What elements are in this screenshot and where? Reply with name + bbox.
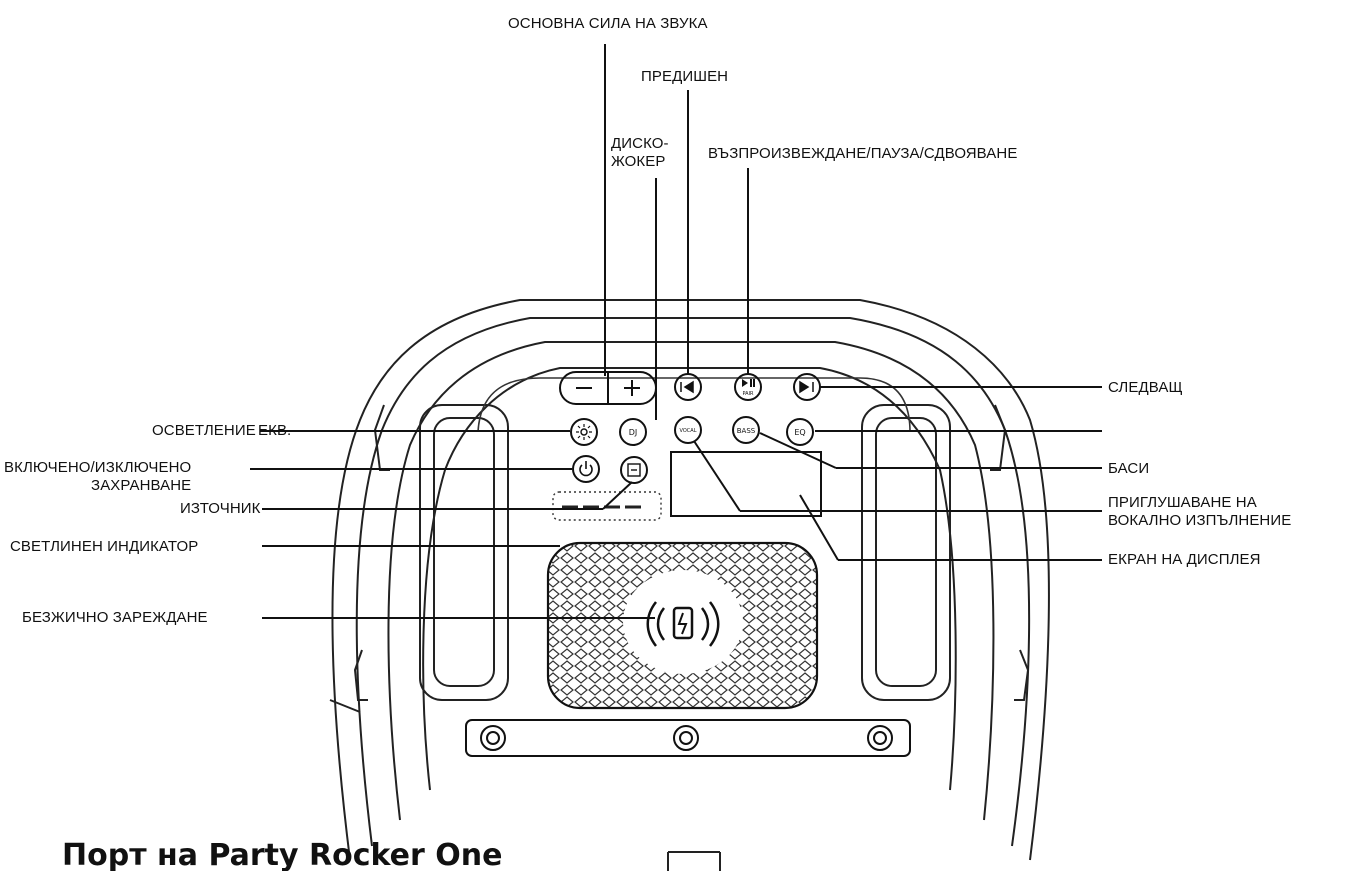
label-eq: ЕКВ. bbox=[258, 422, 292, 439]
label-bass: БАСИ bbox=[1108, 460, 1150, 477]
svg-text:BASS: BASS bbox=[737, 427, 756, 435]
svg-text:DJ: DJ bbox=[629, 428, 638, 437]
plus-icon bbox=[624, 380, 640, 396]
wireless-charging-icon bbox=[646, 601, 720, 647]
leader-lines bbox=[250, 44, 1102, 619]
label-dj: ДИСКО- ЖОКЕР bbox=[611, 135, 669, 170]
label-master-volume: ОСНОВНА СИЛА НА ЗВУКА bbox=[508, 15, 708, 32]
power-icon bbox=[572, 455, 600, 483]
svg-text:VOCAL: VOCAL bbox=[680, 428, 697, 434]
speaker-grille bbox=[546, 541, 819, 710]
dj-icon: DJ bbox=[619, 418, 647, 446]
right-handle bbox=[861, 404, 951, 701]
label-light: ОСВЕТЛЕНИЕ bbox=[152, 422, 256, 439]
volume-buttons bbox=[559, 371, 657, 405]
label-source: ИЗТОЧНИК bbox=[180, 500, 261, 517]
sun-icon bbox=[570, 418, 598, 446]
bass-icon: BASS bbox=[732, 416, 760, 444]
label-display-screen: ЕКРАН НА ДИСПЛЕЯ bbox=[1108, 551, 1261, 568]
label-previous: ПРЕДИШЕН bbox=[641, 68, 729, 85]
eq-icon: EQ bbox=[786, 418, 814, 446]
left-handle bbox=[419, 404, 509, 701]
speaker-body bbox=[329, 299, 1050, 871]
source-icon bbox=[620, 456, 648, 484]
diagram-caption: Порт на Party Rocker One bbox=[62, 838, 503, 871]
label-wireless-charging: БЕЗЖИЧНО ЗАРЕЖДАНЕ bbox=[22, 609, 208, 626]
svg-text:PAIR: PAIR bbox=[742, 391, 754, 397]
label-light-indicator: СВЕТЛИНЕН ИНДИКАТОР bbox=[10, 538, 199, 555]
label-power: ВКЛЮЧЕНО/ИЗКЛЮЧЕНО ЗАХРАНВАНЕ bbox=[4, 459, 192, 494]
label-vocal-mute: ПРИГЛУШАВАНЕ НА ВОКАЛНО ИЗПЪЛНЕНИЕ bbox=[1108, 494, 1292, 529]
display-screen bbox=[670, 451, 822, 517]
control-panel bbox=[477, 377, 911, 433]
bottom-rail bbox=[465, 719, 911, 757]
label-next: СЛЕДВАЩ bbox=[1108, 379, 1183, 396]
vocal-mute-icon: VOCAL bbox=[674, 416, 702, 444]
svg-text:EQ: EQ bbox=[794, 428, 805, 437]
label-play-pause-pair: ВЪЗПРОИЗВЕЖДАНЕ/ПАУЗА/СДВОЯВАНЕ bbox=[708, 145, 1018, 162]
